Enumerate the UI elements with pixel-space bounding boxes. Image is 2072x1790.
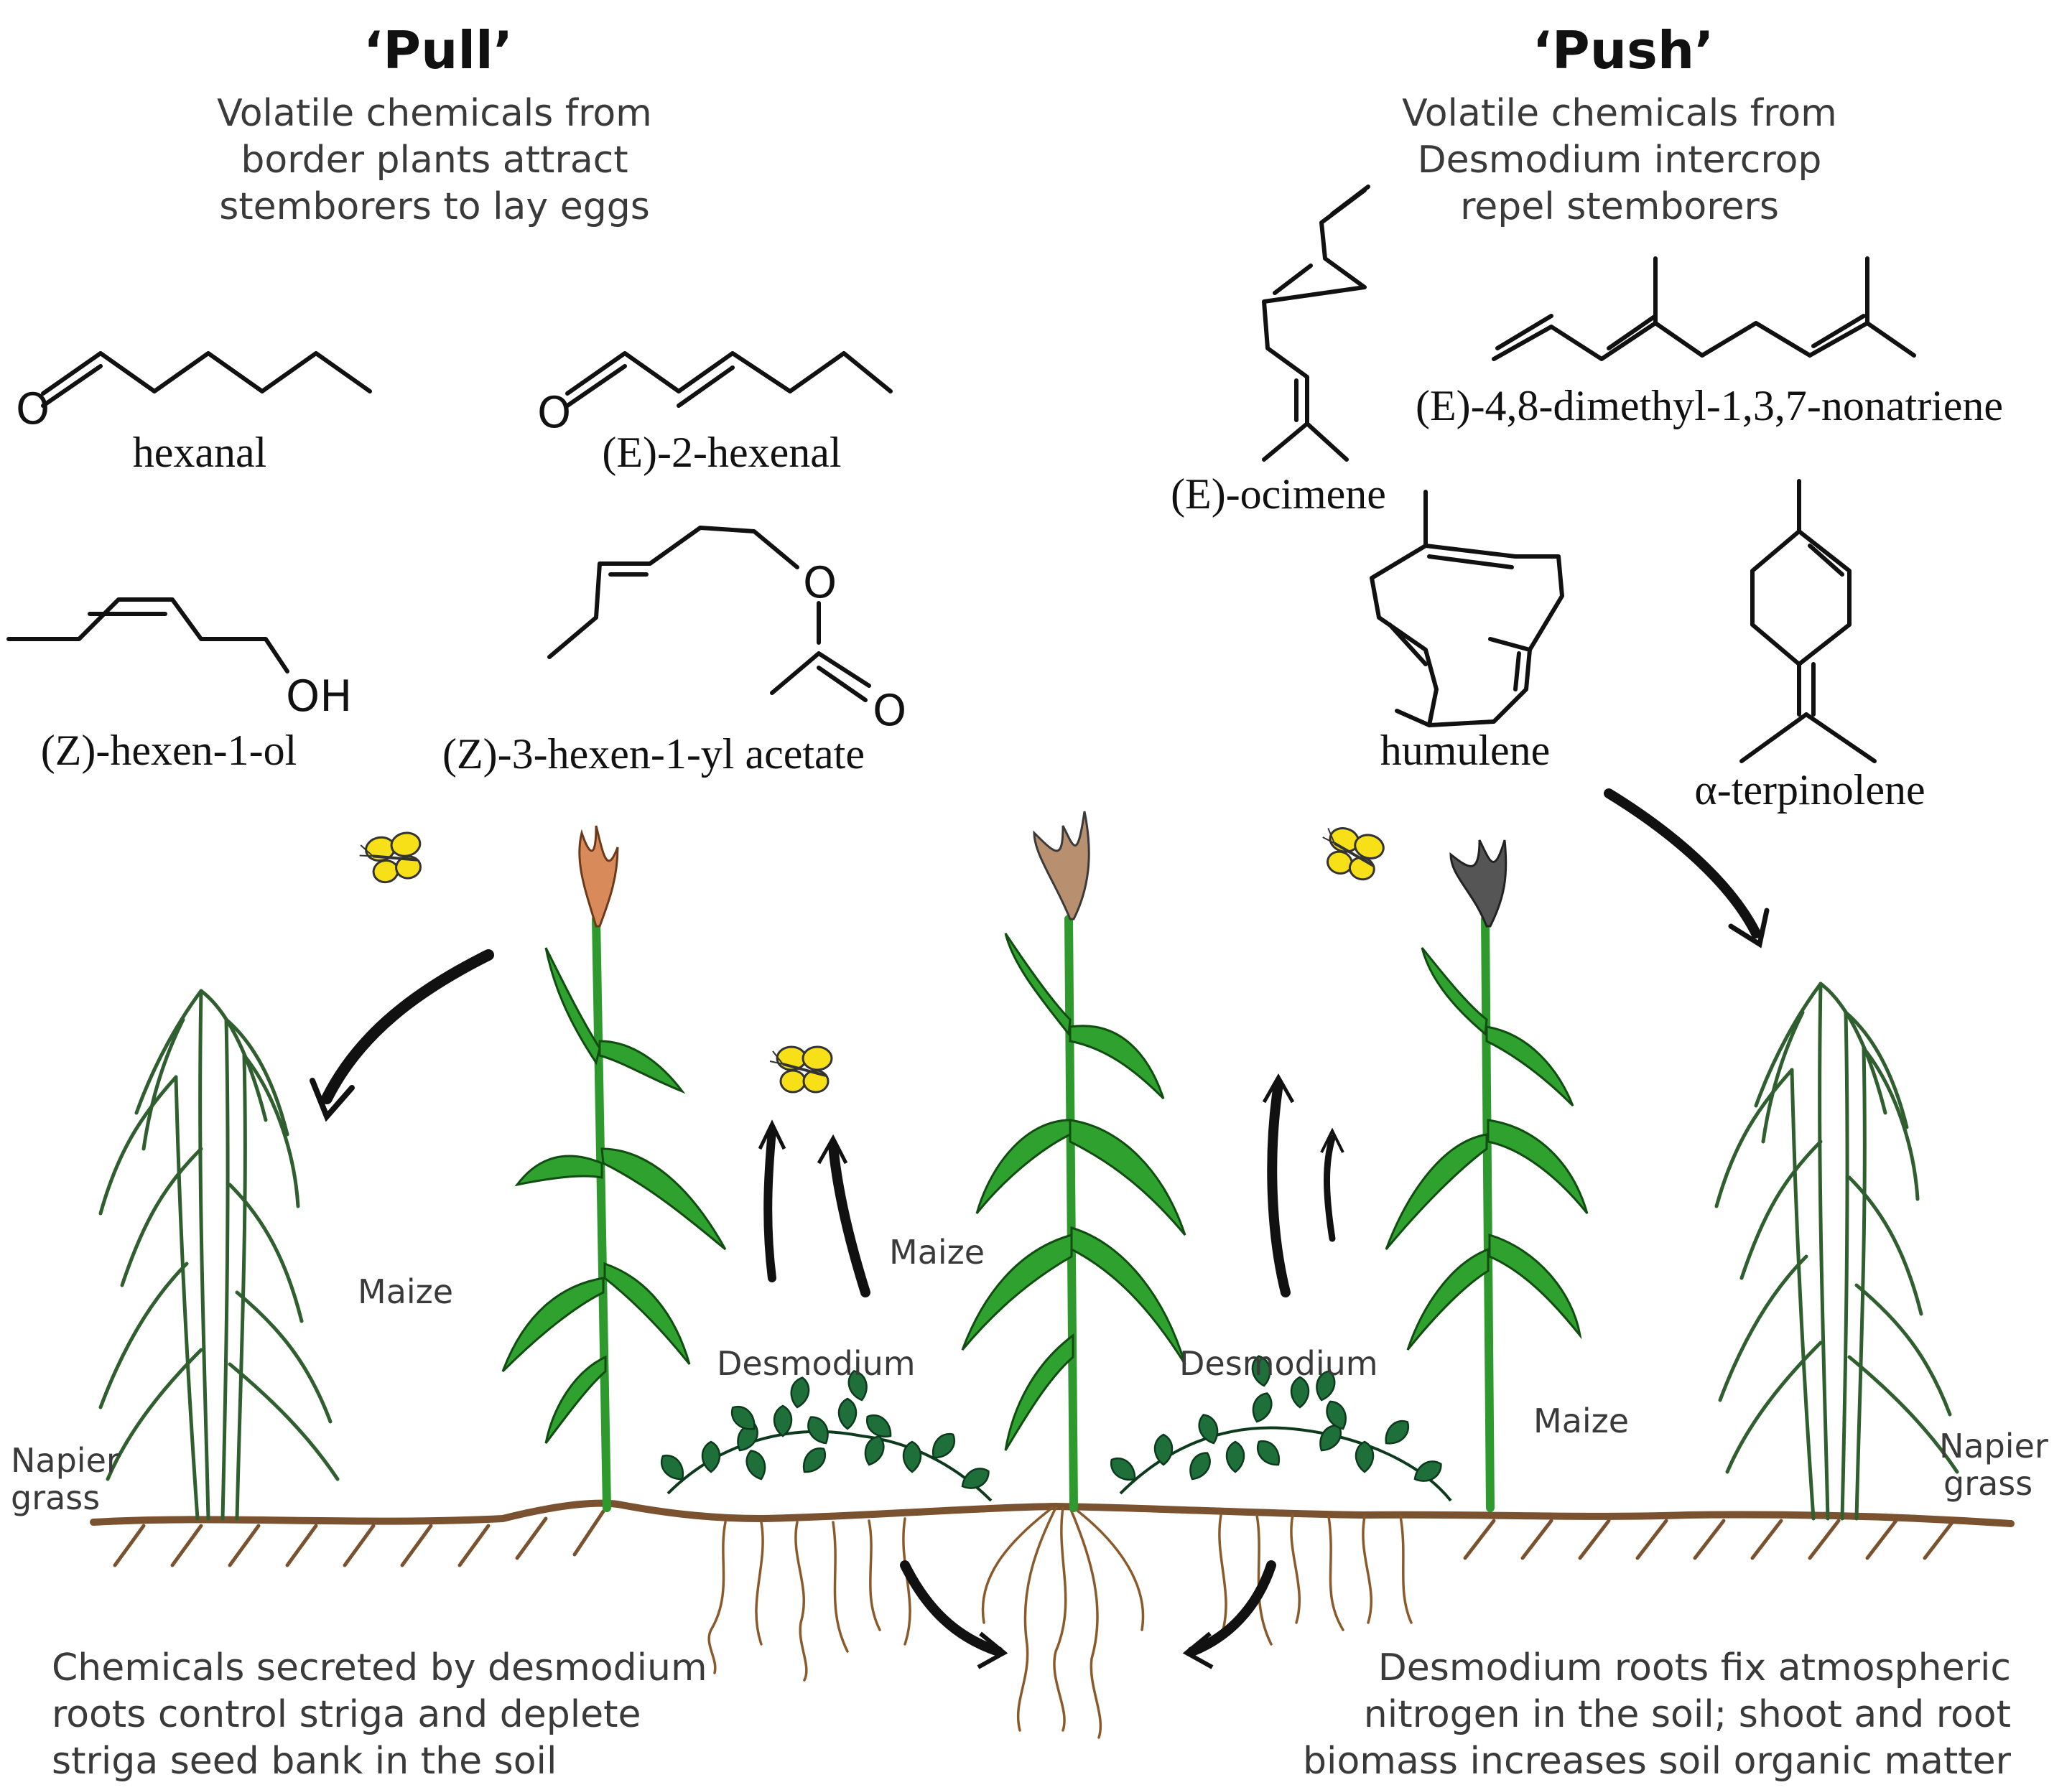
maize-plant-right bbox=[1385, 839, 1589, 1512]
terpinolene-label: α-terpinolene bbox=[1694, 766, 1925, 814]
push-description-line-2: Desmodium intercrop bbox=[1418, 139, 1822, 182]
desmodium-right-label: Desmodium bbox=[1179, 1344, 1378, 1383]
desmodium-right bbox=[1105, 1353, 1452, 1502]
hexanal-structure: O hexanal bbox=[16, 351, 372, 476]
ocimene-label: (E)-ocimene bbox=[1171, 470, 1386, 518]
z-hexenol-structure: OH (Z)-hexen-1-ol bbox=[6, 597, 352, 774]
push-section: ‘Push’ Volatile chemicals from Desmodium… bbox=[1402, 20, 1837, 228]
acetate-ester-oxygen: O bbox=[803, 558, 837, 608]
push-title: ‘Push’ bbox=[1533, 20, 1714, 80]
pull-section: ‘Pull’ Volatile chemicals from border pl… bbox=[217, 20, 652, 228]
caption-left: Chemicals secreted by desmodium roots co… bbox=[52, 1646, 707, 1783]
maize-plant-center bbox=[961, 811, 1186, 1512]
maize-left-label: Maize bbox=[358, 1272, 453, 1311]
terpinolene-structure: α-terpinolene bbox=[1694, 479, 1925, 814]
stemborer-moth-push bbox=[1313, 821, 1388, 885]
napier-grass-left-label-line-1: Napier bbox=[11, 1441, 120, 1480]
soil-line bbox=[90, 1499, 2015, 1567]
caption-left-line-1: Chemicals secreted by desmodium bbox=[52, 1646, 707, 1689]
root-system bbox=[707, 1506, 1413, 1739]
push-arrow bbox=[1604, 788, 1770, 948]
pull-description-line-2: border plants attract bbox=[241, 139, 628, 182]
napier-grass-right bbox=[1714, 982, 1959, 1521]
pull-description-line-1: Volatile chemicals from bbox=[217, 92, 652, 135]
caption-left-line-2: roots control striga and deplete bbox=[52, 1693, 641, 1736]
hexanal-label: hexanal bbox=[133, 429, 267, 476]
rising-volatile-arrows-right bbox=[1262, 1073, 1344, 1297]
pull-description-line-3: stemborers to lay eggs bbox=[219, 185, 650, 228]
dmnt-structure: (E)-4,8-dimethyl-1,3,7-nonatriene bbox=[1416, 256, 2003, 429]
dmnt-label: (E)-4,8-dimethyl-1,3,7-nonatriene bbox=[1416, 382, 2003, 429]
stemborer-moth-center bbox=[768, 1045, 833, 1094]
push-description-line-1: Volatile chemicals from bbox=[1402, 92, 1837, 135]
caption-right-line-2: nitrogen in the soil; shoot and root bbox=[1364, 1693, 2011, 1736]
field-labels: Napier grass Maize Maize Maize Desmodium… bbox=[11, 1233, 2048, 1517]
napier-grass-left-label-line-2: grass bbox=[11, 1478, 100, 1517]
z-hexenol-label: (Z)-hexen-1-ol bbox=[41, 727, 297, 774]
pull-arrow bbox=[310, 949, 494, 1122]
e2-hexenal-structure: O (E)-2-hexenal bbox=[537, 351, 893, 476]
maize-center-label: Maize bbox=[889, 1233, 985, 1272]
hexanal-oxygen: O bbox=[16, 384, 50, 434]
desmodium-left-label: Desmodium bbox=[717, 1344, 916, 1383]
acetate-carbonyl-oxygen: O bbox=[873, 686, 906, 736]
push-description-line-3: repel stemborers bbox=[1460, 185, 1779, 228]
napier-grass-left bbox=[98, 989, 340, 1521]
e2-hexenal-label: (E)-2-hexenal bbox=[602, 429, 841, 476]
caption-right-line-1: Desmodium roots fix atmospheric bbox=[1378, 1646, 2011, 1689]
caption-right-line-3: biomass increases soil organic matter bbox=[1303, 1740, 2012, 1783]
e2-hexenal-oxygen: O bbox=[537, 388, 571, 438]
z3-hexenyl-acetate-label: (Z)-3-hexen-1-yl acetate bbox=[442, 730, 865, 778]
desmodium-left bbox=[655, 1368, 994, 1502]
rising-volatile-arrows-left bbox=[758, 1119, 870, 1297]
caption-left-line-3: striga seed bank in the soil bbox=[52, 1740, 557, 1783]
napier-grass-right-label-line-1: Napier bbox=[1939, 1427, 2048, 1465]
maize-plant-left bbox=[501, 825, 727, 1512]
z-hexenol-hydroxyl: OH bbox=[286, 671, 352, 722]
humulene-label: humulene bbox=[1380, 727, 1551, 774]
humulene-structure: humulene bbox=[1370, 490, 1564, 774]
maize-right-label: Maize bbox=[1533, 1402, 1629, 1440]
stemborer-moth-pull bbox=[356, 829, 427, 887]
caption-right: Desmodium roots fix atmospheric nitrogen… bbox=[1303, 1646, 2012, 1783]
napier-grass-right-label-line-2: grass bbox=[1943, 1464, 2032, 1503]
z3-hexenyl-acetate-structure: O O (Z)-3-hexen-1-yl acetate bbox=[442, 526, 906, 778]
ocimene-structure: (E)-ocimene bbox=[1171, 185, 1386, 518]
pull-title: ‘Pull’ bbox=[363, 20, 513, 80]
root-chemical-arrows bbox=[900, 1560, 1276, 1669]
